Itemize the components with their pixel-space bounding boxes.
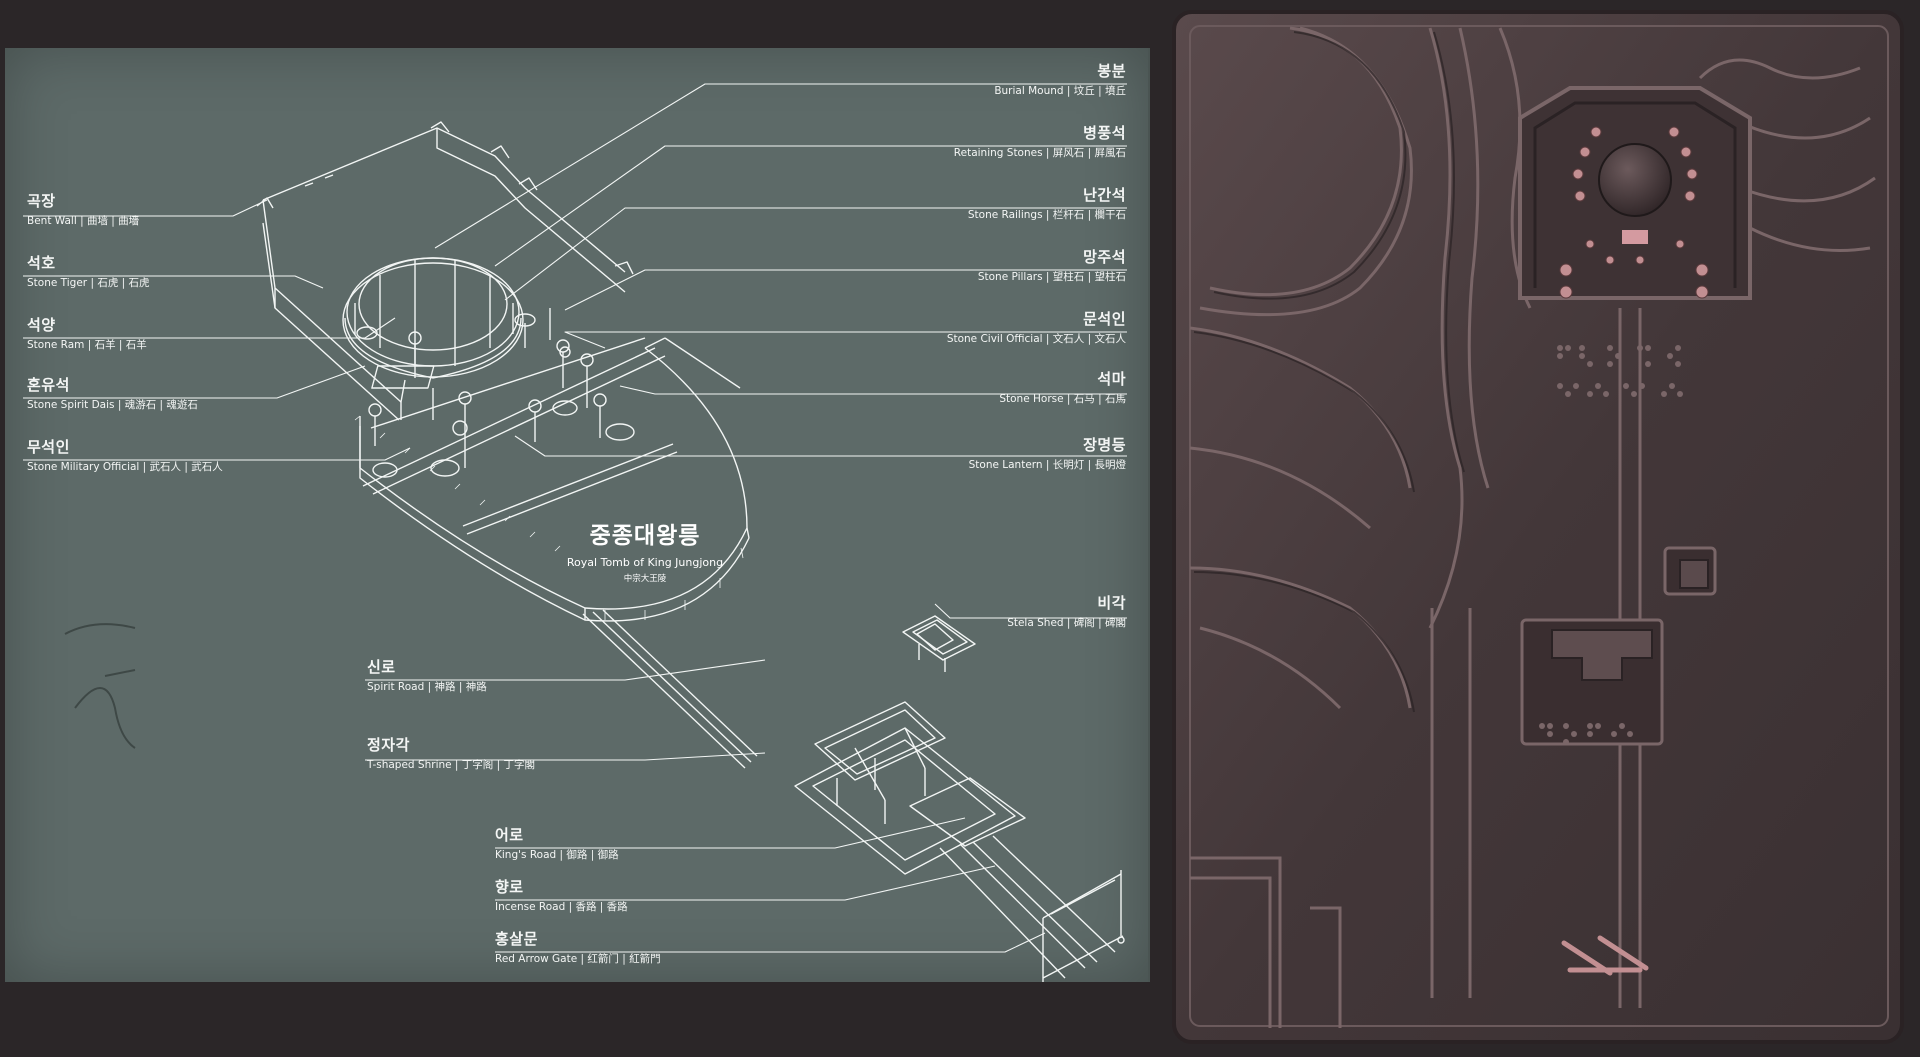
title-zh: 中宗大王陵 <box>623 574 667 584</box>
label-retaining-stones: 병풍석 Retaining Stones | 屏风石 | 屛風石 <box>954 126 1126 159</box>
label-ko: 곡장 <box>27 192 56 210</box>
tactile-spirit-dais <box>1622 230 1648 244</box>
label-en: Bent Wall | 曲墙 | 曲墻 <box>27 215 140 227</box>
label-ko: 석양 <box>27 316 56 334</box>
tactile-plate-rim <box>1189 25 1889 1027</box>
label-en: Stone Civil Official | 文石人 | 文石人 <box>946 333 1126 345</box>
label-ko: 정자각 <box>367 736 410 754</box>
label-ko: 향로 <box>495 878 524 896</box>
label-stela-shed: 비각 Stela Shed | 碑阁 | 碑閣 <box>1007 596 1126 629</box>
tactile-tomb-enclosure <box>1518 86 1752 300</box>
label-ko: 장명등 <box>1083 436 1126 454</box>
label-ko: 병풍석 <box>1083 124 1126 142</box>
contour-shadows <box>1193 31 1465 713</box>
label-ko: 문석인 <box>1083 310 1126 328</box>
label-en: Stone Tiger | 石虎 | 石虎 <box>27 277 150 289</box>
label-en: Stone Military Official | 武石人 | 武石人 <box>27 461 223 473</box>
diagram-panel: 곡장 Bent Wall | 曲墙 | 曲墻 석호 Stone Tiger | … <box>5 48 1150 982</box>
tactile-relief-map <box>1172 10 1904 1044</box>
terrace-shape <box>356 308 678 535</box>
label-en: Stone Horse | 石马 | 石馬 <box>999 393 1126 405</box>
stela-shed-shape <box>902 615 976 672</box>
label-ko: 어로 <box>495 826 524 844</box>
tomb-title: 중종대왕릉 Royal Tomb of King Jungjong 中宗大王陵 <box>525 516 765 584</box>
t-shaped-shrine-shape <box>794 701 1026 875</box>
label-stone-tiger: 석호 Stone Tiger | 石虎 | 石虎 <box>27 256 150 289</box>
scrawl-mark <box>64 623 136 749</box>
label-ko: 홍살문 <box>495 930 538 948</box>
label-en: Spirit Road | 神路 | 神路 <box>367 681 487 693</box>
label-ko: 비각 <box>1097 594 1126 612</box>
royal-roads-shape <box>939 835 1125 982</box>
label-ko: 망주석 <box>1083 248 1126 266</box>
burial-mound-shape <box>342 257 524 379</box>
label-stone-railings: 난간석 Stone Railings | 栏杆石 | 欄干石 <box>968 188 1126 221</box>
label-stone-military-official: 무석인 Stone Military Official | 武石人 | 武石人 <box>27 440 223 473</box>
title-ko: 중종대왕릉 <box>589 523 701 549</box>
label-red-arrow-gate: 홍살문 Red Arrow Gate | 红箭门 | 紅箭門 <box>495 932 661 965</box>
bent-wall-shape <box>256 121 634 421</box>
label-ko: 석호 <box>27 254 56 272</box>
label-stone-ram: 석양 Stone Ram | 石羊 | 石羊 <box>27 318 147 351</box>
label-en: Incense Road | 香路 | 香路 <box>495 901 628 913</box>
tactile-statue-pins <box>1559 126 1709 299</box>
leader-lines-left <box>23 199 411 461</box>
braille-block-lower <box>1539 723 1633 745</box>
tactile-red-arrow-gate <box>1561 935 1649 976</box>
leader-lines-lower <box>365 659 1046 953</box>
label-burial-mound: 봉분 Burial Mound | 坟丘 | 墳丘 <box>994 64 1126 97</box>
label-ko: 혼유석 <box>27 376 70 394</box>
label-en: Retaining Stones | 屏风石 | 屛風石 <box>953 147 1126 159</box>
label-en: Stone Spirit Dais | 魂游石 | 魂遊石 <box>27 399 198 411</box>
spirit-road-shape <box>582 609 758 769</box>
label-en: Stone Ram | 石羊 | 石羊 <box>27 339 147 351</box>
label-spirit-road: 신로 Spirit Road | 神路 | 神路 <box>367 660 487 693</box>
label-ko: 봉분 <box>1097 62 1126 80</box>
leader-lines-right <box>434 83 1127 619</box>
tactile-burial-mound <box>1598 143 1672 217</box>
label-kings-road: 어로 King's Road | 御路 | 御路 <box>495 828 619 861</box>
title-en: Royal Tomb of King Jungjong <box>566 556 724 569</box>
label-incense-road: 향로 Incense Road | 香路 | 香路 <box>495 880 628 913</box>
label-stone-spirit-dais: 혼유석 Stone Spirit Dais | 魂游石 | 魂遊石 <box>27 378 198 411</box>
label-en: Stone Lantern | 长明灯 | 長明燈 <box>968 459 1126 471</box>
label-ko: 신로 <box>367 658 396 676</box>
label-en: Stone Pillars | 望柱石 | 望柱石 <box>977 271 1126 283</box>
label-en: King's Road | 御路 | 御路 <box>495 849 619 861</box>
label-en: Burial Mound | 坟丘 | 墳丘 <box>994 85 1126 97</box>
label-en: Red Arrow Gate | 红箭门 | 紅箭門 <box>495 953 661 965</box>
label-bent-wall: 곡장 Bent Wall | 曲墙 | 曲墻 <box>27 194 139 227</box>
label-stone-civil-official: 문석인 Stone Civil Official | 文石人 | 文石人 <box>947 312 1126 345</box>
label-ko: 석마 <box>1097 370 1126 388</box>
tomb-isometric-drawing <box>23 83 1127 982</box>
terrace-fence <box>354 415 744 620</box>
label-t-shaped-shrine: 정자각 T-shaped Shrine | 丁字阁 | 丁字閣 <box>367 738 535 771</box>
label-stone-horse: 석마 Stone Horse | 石马 | 石馬 <box>999 372 1126 405</box>
label-en: Stone Railings | 栏杆石 | 欄干石 <box>967 209 1126 221</box>
lower-terrace-shape <box>359 337 750 622</box>
label-en: Stela Shed | 碑阁 | 碑閣 <box>1007 617 1126 629</box>
label-stone-lantern: 장명등 Stone Lantern | 长明灯 | 長明燈 <box>969 438 1126 471</box>
label-ko: 무석인 <box>27 438 70 456</box>
label-ko: 난간석 <box>1083 186 1126 204</box>
label-stone-pillars: 망주석 Stone Pillars | 望柱石 | 望柱石 <box>978 250 1126 283</box>
label-en: T-shaped Shrine | 丁字阁 | 丁字閣 <box>367 759 536 771</box>
